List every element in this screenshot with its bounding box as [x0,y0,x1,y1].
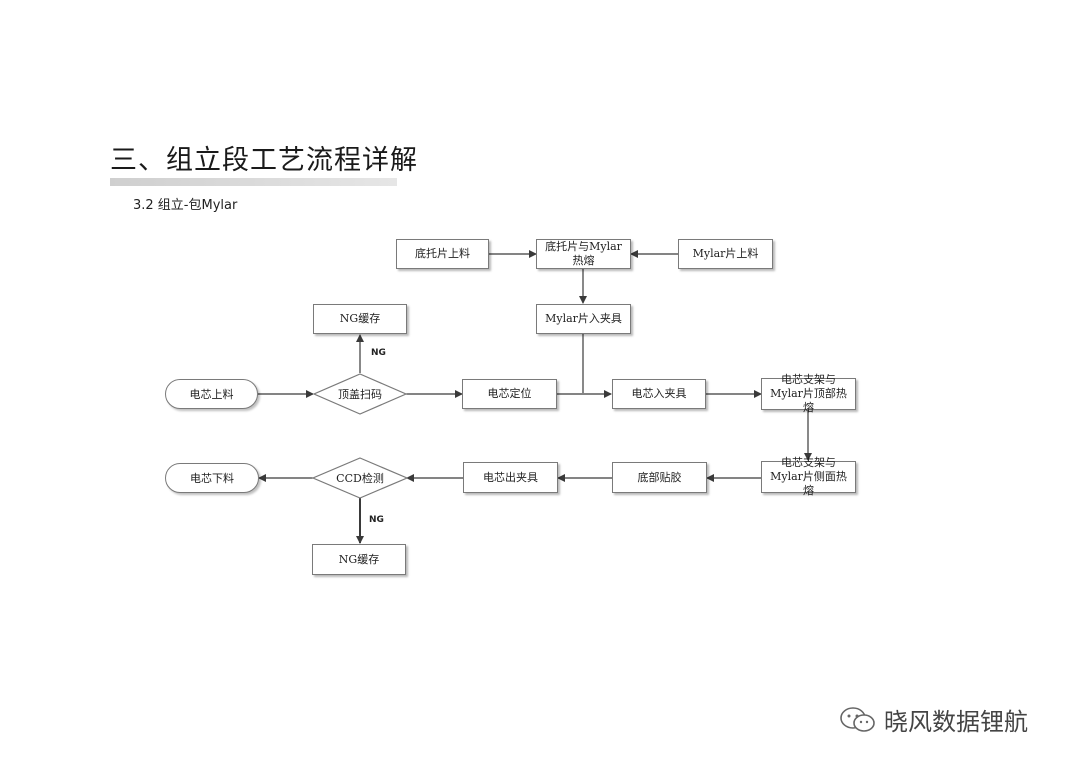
node-mylar-into-fixture: Mylar片入夹具 [536,304,631,334]
node-base-tray-mylar-fusion: 底托片与Mylar热熔 [536,239,631,269]
node-bottom-tape: 底部贴胶 [612,462,707,493]
node-cell-loading: 电芯上料 [165,379,258,409]
node-ccd-inspection-label: CCD检测 [336,472,384,485]
watermark-text: 晓风数据锂航 [884,708,1028,736]
node-cell-positioning: 电芯定位 [462,379,557,409]
edge-label-ng-top: NG [371,348,386,358]
node-cell-into-fixture: 电芯入夹具 [612,379,706,409]
decision-top-cover-scan [312,373,408,415]
watermark: 晓风数据锂航 [838,702,1028,737]
node-mylar-loading: Mylar片上料 [678,239,773,269]
node-bracket-mylar-top-fusion: 电芯支架与Mylar片顶部热熔 [761,373,856,414]
node-top-cover-scan-label: 顶盖扫码 [338,388,382,401]
node-cell-out-fixture: 电芯出夹具 [463,462,558,493]
page-title: 三、组立段工艺流程详解 [110,145,418,176]
node-bracket-mylar-side-fusion: 电芯支架与Mylar片侧面热熔 [761,456,856,497]
edge-label-ng-bottom: NG [369,515,384,525]
node-base-tray-loading: 底托片上料 [396,239,489,269]
wechat-icon [840,706,875,732]
section-subtitle: 3.2 组立-包Mylar [133,198,238,213]
node-ng-buffer-bottom: NG缓存 [312,544,406,575]
node-ng-buffer-top: NG缓存 [313,304,407,334]
node-cell-unloading: 电芯下料 [165,463,259,493]
decision-ccd-inspection [311,457,409,499]
title-underline [110,178,397,186]
